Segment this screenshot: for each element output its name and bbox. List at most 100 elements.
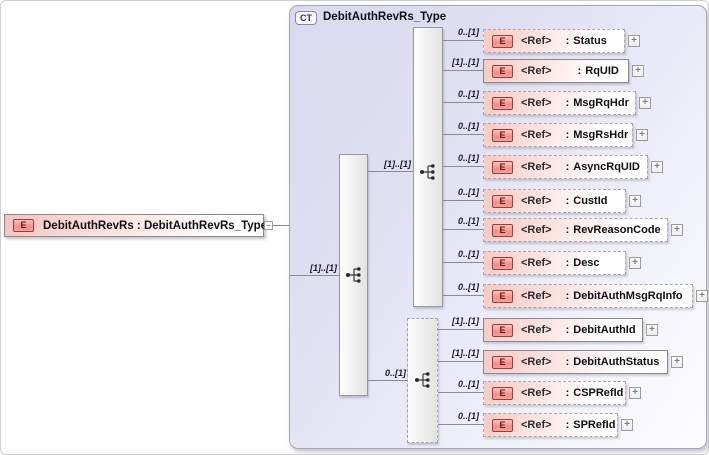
connector-line [443,262,483,263]
element-icon: E [492,323,513,337]
sequence-icon[interactable] [345,266,363,284]
colon: : [565,129,570,141]
element-name: Status [573,35,607,47]
colon: : [565,161,570,173]
element-name: MsgRsHdr [573,129,629,141]
connector-line [443,229,483,230]
element-box-sprefid[interactable]: E <Ref> : SPRefId [483,413,618,437]
ref-label: <Ref> [521,257,552,269]
element-name: CSPRefId [573,387,624,399]
element-box-debitauthid[interactable]: E <Ref> : DebitAuthId [483,318,643,342]
cardinality-label: 0..[1] [457,216,479,226]
element-icon: E [492,289,513,303]
ref-label: <Ref> [521,356,552,368]
connector-line [438,361,483,362]
root-element-label: DebitAuthRevRs : DebitAuthRevRs_Type [43,219,268,232]
connector-line [273,225,289,226]
element-name: RqUID [585,65,619,77]
cardinality-label: 0..[1] [457,411,479,421]
element-box-msgrqhdr[interactable]: E <Ref> : MsgRqHdr [483,91,636,115]
connector-line [443,40,483,41]
element-box-status[interactable]: E <Ref> : Status [483,29,625,53]
element-name: Desc [573,257,600,269]
element-icon: E [492,128,513,142]
connector-line [443,102,483,103]
ref-label: <Ref> [521,419,552,431]
ref-label: <Ref> [521,97,552,109]
expand-icon[interactable]: + [646,324,658,336]
expand-icon[interactable]: + [671,356,683,368]
colon: : [565,290,570,302]
connector-line [443,200,483,201]
expand-icon[interactable]: + [651,161,663,173]
ref-label: <Ref> [521,129,552,141]
element-box-debitauthstatus[interactable]: E <Ref> : DebitAuthStatus [483,350,668,374]
element-box-desc[interactable]: E <Ref> : Desc [483,251,626,275]
element-name: DebitAuthId [573,324,636,336]
cardinality-label: [1]..[1] [452,57,479,67]
cardinality-label: 0..[1] [457,282,479,292]
element-icon: E [492,194,513,208]
ref-label: <Ref> [521,161,552,173]
element-icon: E [492,355,513,369]
expand-icon[interactable]: + [629,257,641,269]
cardinality-label: 0..[1] [457,121,479,131]
connector-line [368,380,414,381]
expand-icon[interactable]: + [671,224,683,236]
collapse-icon[interactable]: − [264,221,273,230]
root-element-box[interactable]: E DebitAuthRevRs : DebitAuthRevRs_Type [4,214,268,237]
expand-icon[interactable]: + [636,129,648,141]
element-name: MsgRqHdr [573,97,629,109]
connector-line [438,392,483,393]
colon: : [565,35,570,47]
ref-label: <Ref> [521,35,552,47]
connector-line [368,171,419,172]
element-box-asyncrquid[interactable]: E <Ref> : AsyncRqUID [483,155,648,179]
colon: : [565,356,570,368]
connector-line [290,275,347,276]
sequence-icon[interactable] [419,163,437,181]
element-name: AsyncRqUID [573,161,640,173]
element-icon: E [492,223,513,237]
connector-line [443,295,483,296]
element-box-csp)refid[interactable]: E <Ref> : CSPRefId [483,381,626,405]
expand-icon[interactable]: + [628,35,640,47]
complex-type-title: DebitAuthRevRs_Type [323,11,447,23]
cardinality-label: [1]..[1] [384,159,411,169]
element-box-debitauthmsgrqinfo[interactable]: E <Ref> : DebitAuthMsgRqInfo [483,284,693,308]
colon: : [565,324,570,336]
element-box-revreasoncode[interactable]: E <Ref> : RevReasonCode [483,218,668,242]
element-icon: E [13,219,34,232]
colon: : [565,97,570,109]
complex-type-badge-icon: CT [295,11,317,25]
cardinality-label: 0..[1] [457,89,479,99]
expand-icon[interactable]: + [629,387,641,399]
expand-icon[interactable]: + [632,65,644,77]
element-box-custid[interactable]: E <Ref> : CustId [483,189,626,213]
element-name: CustId [573,195,608,207]
cardinality-label: 0..[1] [457,27,479,37]
colon: : [565,224,570,236]
expand-icon[interactable]: + [621,419,633,431]
element-icon: E [492,418,513,432]
connector-line [443,134,483,135]
cardinality-label: [1]..[1] [452,348,479,358]
colon: : [577,65,582,77]
colon: : [565,257,570,269]
ref-label: <Ref> [521,290,552,302]
element-icon: E [492,386,513,400]
expand-icon[interactable]: + [629,195,641,207]
expand-icon[interactable]: + [696,290,708,302]
sequence-icon[interactable] [414,371,432,389]
colon: : [565,419,570,431]
cardinality-label: [1]..[1] [310,263,337,273]
element-box-msgrshdr[interactable]: E <Ref> : MsgRsHdr [483,123,633,147]
element-name: SPRefId [573,419,616,431]
expand-icon[interactable]: + [639,97,651,109]
element-icon: E [492,256,513,270]
element-box-rquid[interactable]: E <Ref> : RqUID [483,59,629,83]
element-icon: E [492,64,513,78]
connector-line [438,329,483,330]
colon: : [565,195,570,207]
